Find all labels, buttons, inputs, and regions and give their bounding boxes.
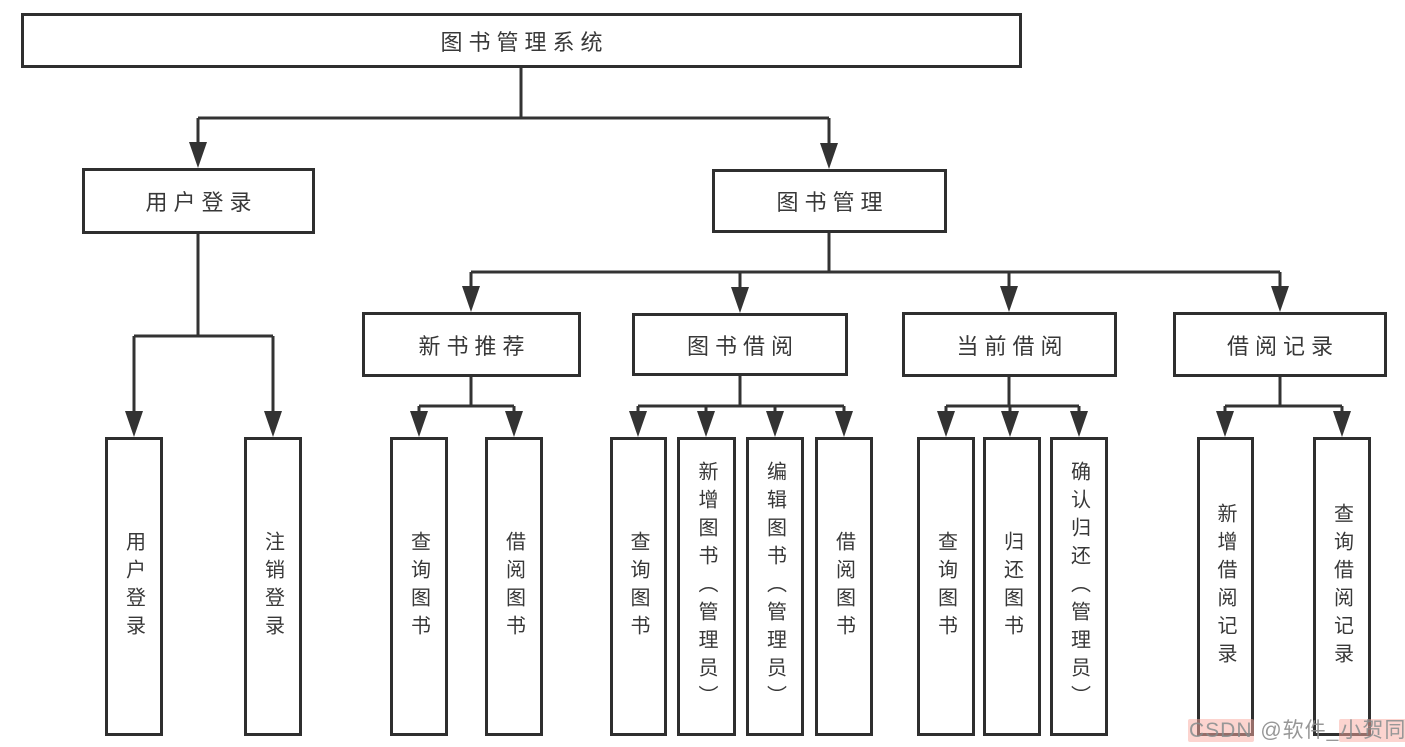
node-new-book-recommend-label: 新书推荐 — [418, 333, 531, 359]
node-leaf-user-login: 用户登录 — [105, 437, 163, 736]
node-user-login: 用户登录 — [82, 168, 315, 234]
node-new-book-recommend: 新书推荐 — [362, 312, 581, 377]
node-leaf-query-books-3-label: 查询图书 — [934, 530, 957, 643]
node-leaf-confirm-return-admin-label: 确认归还（管理员） — [1067, 460, 1090, 713]
node-leaf-add-borrow-record-label: 新增借阅记录 — [1214, 502, 1236, 671]
node-leaf-return-books-label: 归还图书 — [1000, 530, 1023, 643]
watermark-handle: @软件_ — [1253, 719, 1340, 742]
csdn-watermark: CSDN @软件_小贺同学 — [1188, 714, 1405, 744]
node-leaf-edit-books-admin: 编辑图书（管理员） — [746, 437, 804, 736]
watermark-brand: CSDN — [1188, 719, 1254, 742]
node-current-borrowing-label: 当前借阅 — [956, 333, 1069, 359]
node-leaf-borrow-books-1-label: 借阅图书 — [502, 530, 525, 643]
node-user-login-label: 用户登录 — [145, 190, 258, 215]
node-leaf-logout-label: 注销登录 — [261, 530, 284, 643]
node-leaf-query-borrow-record-label: 查询借阅记录 — [1330, 502, 1353, 671]
node-borrowing-records-label: 借阅记录 — [1226, 333, 1339, 359]
node-book-management: 图书管理 — [712, 169, 947, 233]
node-leaf-add-books-admin: 新增图书（管理员） — [677, 437, 736, 736]
node-leaf-query-books-1: 查询图书 — [390, 437, 448, 736]
node-leaf-query-books-3: 查询图书 — [917, 437, 975, 736]
node-book-borrowing: 图书借阅 — [632, 313, 848, 376]
node-leaf-borrow-books-2: 借阅图书 — [815, 437, 873, 736]
node-borrowing-records: 借阅记录 — [1173, 312, 1387, 377]
node-leaf-add-books-admin-label: 新增图书（管理员） — [695, 460, 717, 713]
node-leaf-add-borrow-record: 新增借阅记录 — [1197, 437, 1254, 736]
node-leaf-user-login-label: 用户登录 — [122, 530, 145, 643]
node-leaf-edit-books-admin-label: 编辑图书（管理员） — [763, 460, 786, 713]
node-root-system: 图书管理系统 — [21, 13, 1022, 68]
node-leaf-borrow-books-2-label: 借阅图书 — [832, 530, 855, 643]
node-leaf-return-books: 归还图书 — [983, 437, 1041, 736]
node-book-management-label: 图书管理 — [776, 190, 889, 215]
node-leaf-borrow-books-1: 借阅图书 — [485, 437, 543, 736]
node-leaf-query-books-1-label: 查询图书 — [407, 530, 430, 643]
node-leaf-query-books-2: 查询图书 — [610, 437, 667, 736]
node-root-system-label: 图书管理系统 — [440, 29, 609, 55]
node-book-borrowing-label: 图书借阅 — [686, 333, 799, 359]
node-leaf-logout: 注销登录 — [244, 437, 302, 736]
node-leaf-query-borrow-record: 查询借阅记录 — [1313, 437, 1371, 736]
node-leaf-confirm-return-admin: 确认归还（管理员） — [1050, 437, 1108, 736]
watermark-name: 小贺同学 — [1339, 719, 1405, 742]
node-leaf-query-books-2-label: 查询图书 — [627, 530, 649, 643]
node-current-borrowing: 当前借阅 — [902, 312, 1117, 377]
